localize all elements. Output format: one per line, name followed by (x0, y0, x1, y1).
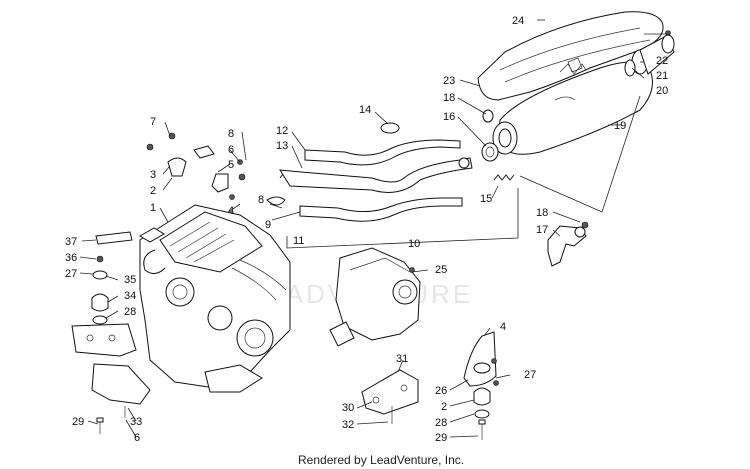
callout-8b: 8 (228, 128, 234, 140)
transmission-mounts (361, 331, 499, 440)
muffler-bracket (547, 221, 589, 267)
footer-credit: Rendered by LeadVenture, Inc. (298, 453, 464, 467)
callout-17: 17 (536, 224, 548, 236)
callout-2b: 2 (441, 401, 447, 413)
callout-33: 33 (130, 416, 142, 428)
callout-34: 34 (124, 290, 136, 302)
callout-31: 31 (396, 353, 408, 365)
callout-18: 18 (443, 92, 455, 104)
callout-24: 24 (512, 15, 524, 27)
callout-36: 36 (65, 252, 77, 264)
engine-top-parts (146, 132, 246, 200)
callout-37: 37 (65, 236, 77, 248)
callout-22: 22 (656, 55, 668, 67)
callout-3: 3 (150, 169, 156, 181)
callout-23: 23 (443, 75, 455, 87)
callout-18b: 18 (536, 207, 548, 219)
callout-4: 4 (228, 205, 234, 217)
callout-29: 29 (72, 416, 84, 428)
callout-30: 30 (342, 402, 354, 414)
callout-5: 5 (228, 159, 234, 171)
muffler (492, 61, 653, 155)
callout-14: 14 (359, 104, 371, 116)
exhaust-pipes (279, 139, 473, 222)
callout-2: 2 (150, 185, 156, 197)
transmission (329, 247, 421, 347)
gaskets-springs (266, 109, 515, 206)
callout-20: 20 (656, 85, 668, 97)
callout-21: 21 (656, 70, 668, 82)
engine-block (139, 204, 291, 393)
callout-7: 7 (150, 116, 156, 128)
callout-32: 32 (342, 419, 354, 431)
callout-19: 19 (614, 120, 626, 132)
callout-25: 25 (435, 264, 447, 276)
callout-6b: 6 (134, 432, 140, 444)
callout-26: 26 (435, 385, 447, 397)
callout-28: 28 (124, 306, 136, 318)
callout-35: 35 (124, 274, 136, 286)
callout-13: 13 (276, 140, 288, 152)
leader-lines (79, 19, 670, 438)
callout-15: 15 (480, 193, 492, 205)
callout-16: 16 (443, 111, 455, 123)
callout-1: 1 (150, 202, 156, 214)
callout-6: 6 (228, 144, 234, 156)
callout-29b: 29 (435, 432, 447, 444)
callout-9: 9 (265, 219, 271, 231)
callout-11: 11 (293, 235, 304, 247)
callout-27b: 27 (524, 369, 536, 381)
callout-28b: 28 (435, 417, 447, 429)
muffler-heat-shield (477, 11, 664, 101)
engine-mounts-left (71, 231, 151, 434)
callout-numbers: 24 23 18 16 14 12 13 15 8 9 10 11 19 22 … (65, 15, 668, 444)
callout-12: 12 (276, 125, 288, 137)
callout-10: 10 (408, 238, 420, 250)
callout-27: 27 (65, 268, 77, 280)
callout-8: 8 (258, 194, 264, 206)
callout-4b: 4 (500, 321, 506, 333)
